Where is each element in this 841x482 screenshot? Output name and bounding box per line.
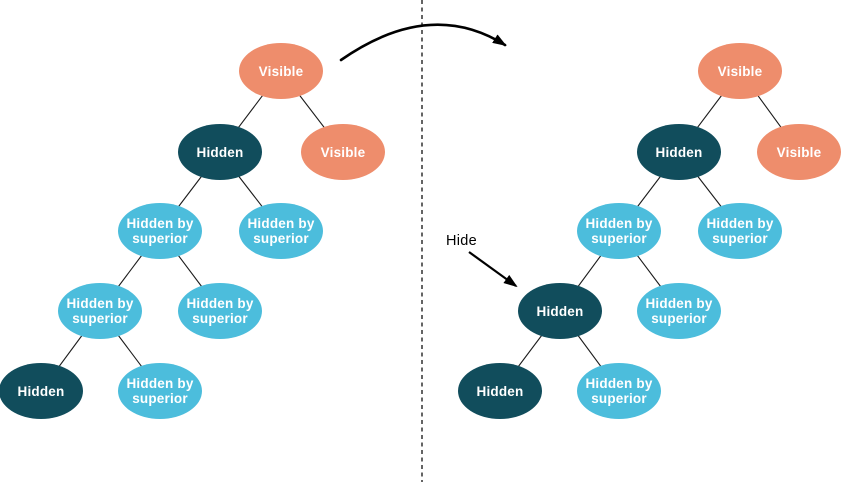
node-ellipse-hbs-level3-left [577,203,661,259]
node-before-hide-hidden-child: Hidden [178,124,262,180]
node-ellipse-hidden-child [178,124,262,180]
node-ellipse-hbs-level4-right [637,283,721,339]
node-ellipse-hidden-leaf [458,363,542,419]
node-after-hide-visible-child: Visible [757,124,841,180]
node-ellipse-hidden-leaf [0,363,83,419]
node-label-visible-child: Visible [777,145,822,160]
node-ellipse-hbs-level3-right [698,203,782,259]
node-after-hide-hidden-leaf: Hidden [458,363,542,419]
node-after-hide-root-visible: Visible [698,43,782,99]
hide-annotation-label: Hide [446,233,477,249]
node-label-visible-child: Visible [321,145,366,160]
node-ellipse-root-visible [239,43,323,99]
node-ellipse-visible-child [757,124,841,180]
node-before-hide-visible-child: Visible [301,124,385,180]
node-ellipse-hidden-child [637,124,721,180]
node-ellipse-hbs-level4-right [178,283,262,339]
node-label-hidden-child: Hidden [656,145,703,160]
node-label-hidden-leaf: Hidden [477,384,524,399]
node-ellipse-hbs-leaf [118,363,202,419]
node-after-hide-hidden-mid: Hidden [518,283,602,339]
node-label-hidden-mid: Hidden [537,304,584,319]
node-label-root-visible: Visible [718,64,763,79]
node-ellipse-root-visible [698,43,782,99]
node-label-hidden-child: Hidden [197,145,244,160]
hide-annotation-arrow [468,251,518,288]
node-before-hide-root-visible: Visible [239,43,323,99]
node-ellipse-hidden-mid [518,283,602,339]
node-ellipse-hbs-leaf [577,363,661,419]
node-label-root-visible: Visible [259,64,304,79]
node-after-hide-hidden-child: Hidden [637,124,721,180]
node-before-hide-hidden-leaf: Hidden [0,363,83,419]
node-ellipse-visible-child [301,124,385,180]
node-ellipse-hbs-level4-left [58,283,142,339]
node-ellipse-hbs-level3-left [118,203,202,259]
node-ellipse-hbs-level3-right [239,203,323,259]
transition-arrow [339,23,507,62]
node-label-hidden-leaf: Hidden [18,384,65,399]
